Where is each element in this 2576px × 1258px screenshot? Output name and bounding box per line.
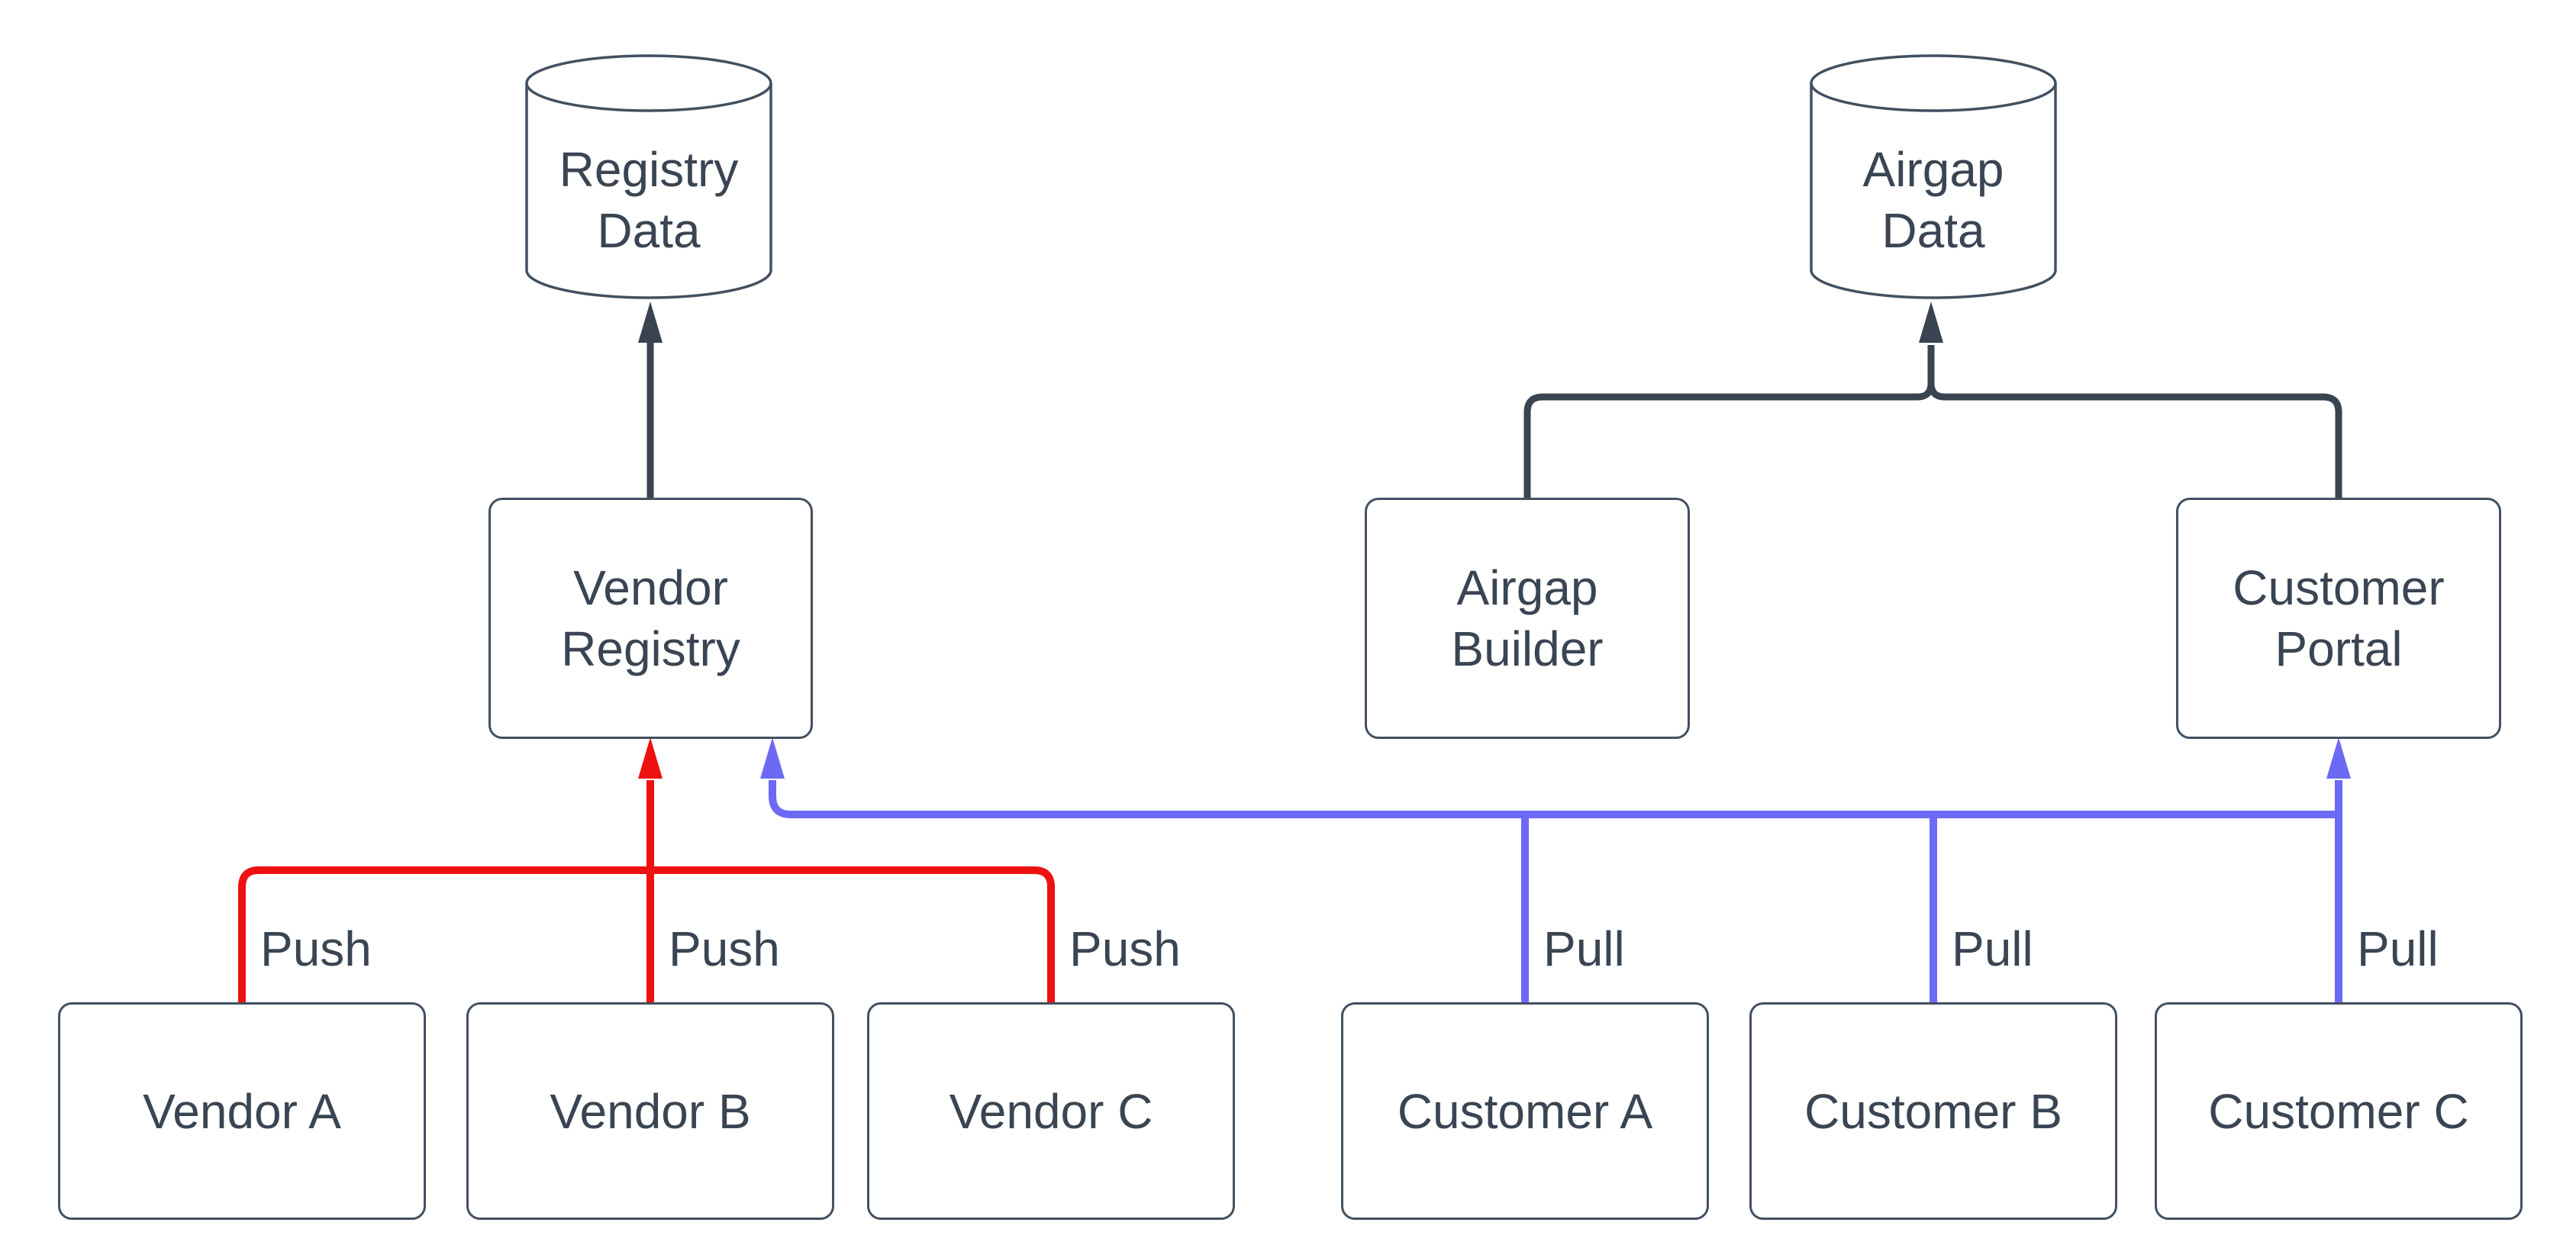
push-edge-label-vendor-a: Push [260, 921, 372, 976]
airgap-builder-node: Airgap Builder [1365, 498, 1690, 739]
vendor-b-node: Vendor B [466, 1002, 834, 1220]
arrowhead-pull-vendor-registry [760, 737, 785, 779]
vendor-c-node: Vendor C [867, 1002, 1235, 1220]
arrowhead-pull-customer-portal [2326, 737, 2351, 779]
vendor-registry-node: Vendor Registry [488, 498, 813, 739]
arrowhead-registry-data [638, 302, 663, 343]
push-edge-label-vendor-b: Push [669, 921, 780, 976]
pull-edge-label-customer-b: Pull [1952, 921, 2033, 976]
vendor-a-node: Vendor A [58, 1002, 426, 1220]
edge-customer-portal-to-airgap-data [1927, 345, 2342, 498]
airgap-data-node-label: Airgap Data [1862, 142, 2004, 258]
arrowhead-airgap-data [1919, 302, 1943, 343]
push-edge-label-vendor-c: Push [1069, 921, 1181, 976]
customer-a-node: Customer A [1341, 1002, 1709, 1220]
customer-portal-node: Customer Portal [2176, 498, 2501, 739]
pull-edge-label-customer-c: Pull [2357, 921, 2439, 976]
pull-edge-trunk [769, 780, 2339, 818]
registry-data-node-label: Registry Data [559, 142, 739, 258]
arrowhead-push-vendor-registry [638, 737, 663, 779]
registry-data-cylinder [525, 54, 772, 299]
customer-c-node: Customer C [2155, 1002, 2523, 1220]
airgap-data-cylinder [1810, 54, 2057, 299]
edge-airgap-builder-to-airgap-data [1523, 345, 1935, 498]
pull-edge-label-customer-a: Pull [1543, 921, 1625, 976]
customer-b-node: Customer B [1749, 1002, 2117, 1220]
